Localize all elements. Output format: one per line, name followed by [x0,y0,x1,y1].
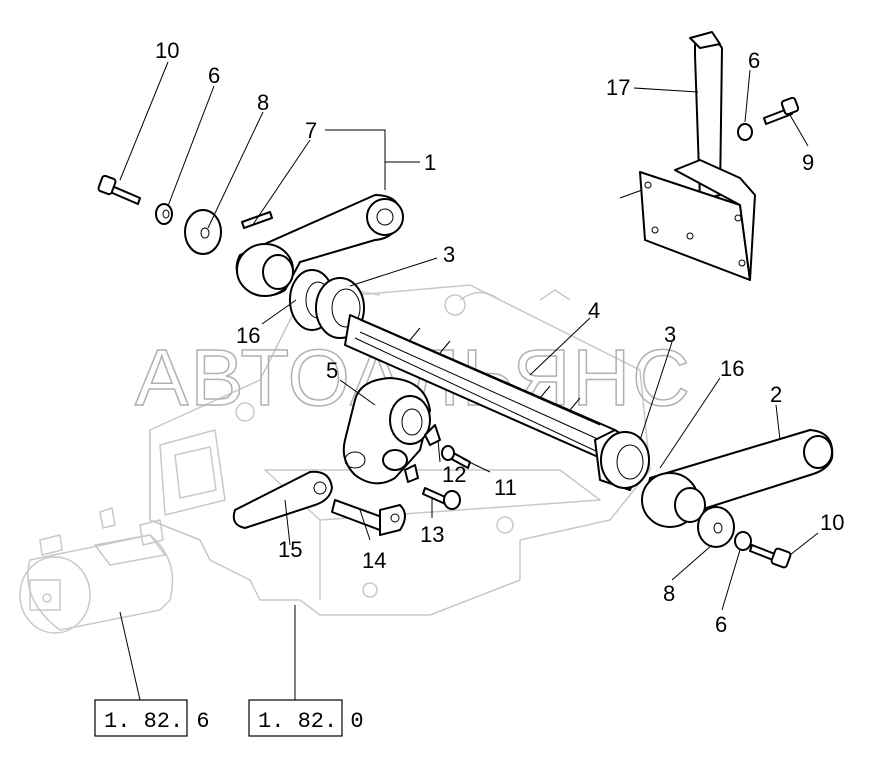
spring-washer-6-top [737,123,753,141]
callout-12: 12 [442,462,466,487]
reference-box-1: 1. 82. 6 [94,699,210,737]
callout-13: 13 [420,522,444,547]
callout-6-left: 6 [208,63,220,88]
ghost-pump [19,507,174,634]
bolt-10-left [97,174,141,205]
link-15 [232,470,333,529]
bracket-17 [639,31,756,281]
reference-box-2: 1. 82. 0 [248,699,364,737]
bolt-11 [441,445,471,469]
callout-2: 2 [770,382,782,407]
callout-16-right: 16 [720,356,744,381]
bolt-9 [763,96,800,125]
reference-2-text: 1. 82. 0 [258,709,364,734]
lift-arm-5 [342,377,431,485]
callout-4: 4 [588,298,600,323]
lever-2 [641,429,834,528]
callout-3-upper: 3 [443,242,455,267]
spring-washer-6-left [155,203,173,225]
callout-9: 9 [802,150,814,175]
flat-washer-8-left [184,209,222,255]
clip-12 [404,424,441,483]
callout-3-right: 3 [664,322,676,347]
bushing-3-right [594,429,650,491]
callout-7: 7 [305,118,317,143]
callout-1: 1 [424,150,436,175]
pin-7 [241,211,273,229]
reference-1-text: 1. 82. 6 [104,709,210,734]
callout-8-left: 8 [257,90,269,115]
lever-1 [235,194,404,297]
callout-15: 15 [278,537,302,562]
callout-10-right: 10 [820,510,844,535]
pin-14 [331,499,406,536]
callout-10-left: 10 [155,38,179,63]
callout-16-upper: 16 [236,323,260,348]
flat-washer-8-right [697,506,735,548]
bolt-13 [422,487,461,510]
callout-6-top: 6 [748,48,760,73]
callout-8-right: 8 [663,581,675,606]
leader-lines [119,61,819,701]
callout-11: 11 [494,475,517,500]
callout-labels: 10 6 8 7 1 3 16 4 5 3 16 2 12 11 13 15 1… [155,38,844,637]
callout-14: 14 [362,548,386,573]
callout-5: 5 [326,358,338,383]
callout-6-right: 6 [715,612,727,637]
spring-washer-6-right [734,531,752,551]
callout-17: 17 [606,75,630,100]
bolt-10-right [749,544,792,569]
